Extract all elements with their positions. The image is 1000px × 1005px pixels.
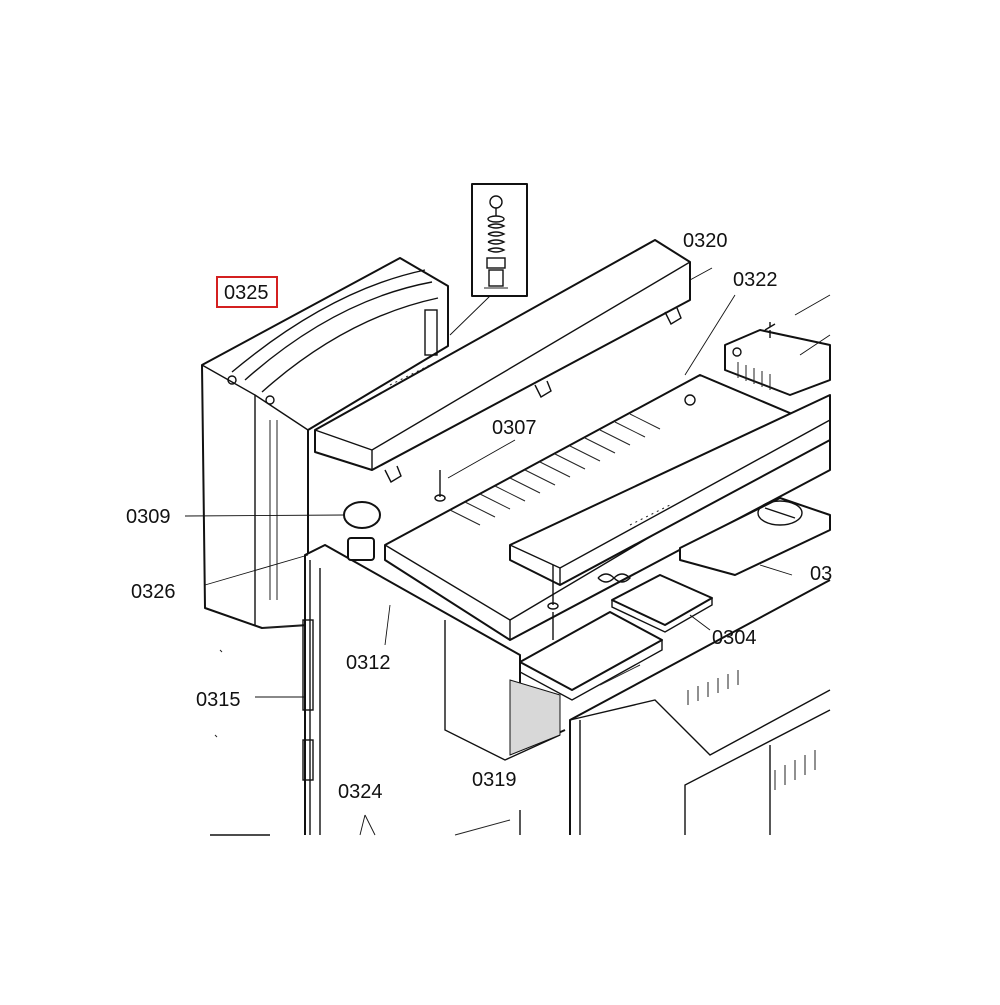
label-0324[interactable]: 0324 — [338, 781, 383, 803]
label-0312[interactable]: 0312 — [346, 652, 391, 674]
label-0319[interactable]: 0319 — [472, 769, 517, 791]
label-0315[interactable]: 0315 — [196, 689, 241, 711]
leader-lines — [184, 267, 831, 836]
label-0304[interactable]: 0304 — [712, 627, 757, 649]
part-0325-container — [201, 257, 449, 629]
label-03-partial[interactable]: 03 — [810, 563, 832, 585]
rear-bracket — [724, 322, 831, 396]
label-0320[interactable]: 0320 — [683, 230, 728, 252]
bottom-crop-mask — [0, 836, 1000, 1000]
callout-labels: 0325 0320 0322 0307 0309 0326 0312 0304 … — [126, 230, 832, 803]
part-0304-plate — [597, 573, 713, 633]
knob-plate — [679, 497, 831, 576]
label-0322[interactable]: 0322 — [733, 269, 778, 291]
right-crop-mask — [832, 0, 1000, 1000]
label-0325[interactable]: 0325 — [224, 282, 269, 304]
label-0326[interactable]: 0326 — [131, 581, 176, 603]
part-0322-long-cover — [509, 394, 831, 586]
highlight-box-0325 — [216, 276, 278, 308]
label-0307[interactable]: 0307 — [492, 417, 537, 439]
valve-detail-inset — [449, 183, 528, 336]
appliance-body — [210, 544, 831, 836]
label-0309[interactable]: 0309 — [126, 506, 171, 528]
part-0320-lid — [314, 239, 691, 483]
